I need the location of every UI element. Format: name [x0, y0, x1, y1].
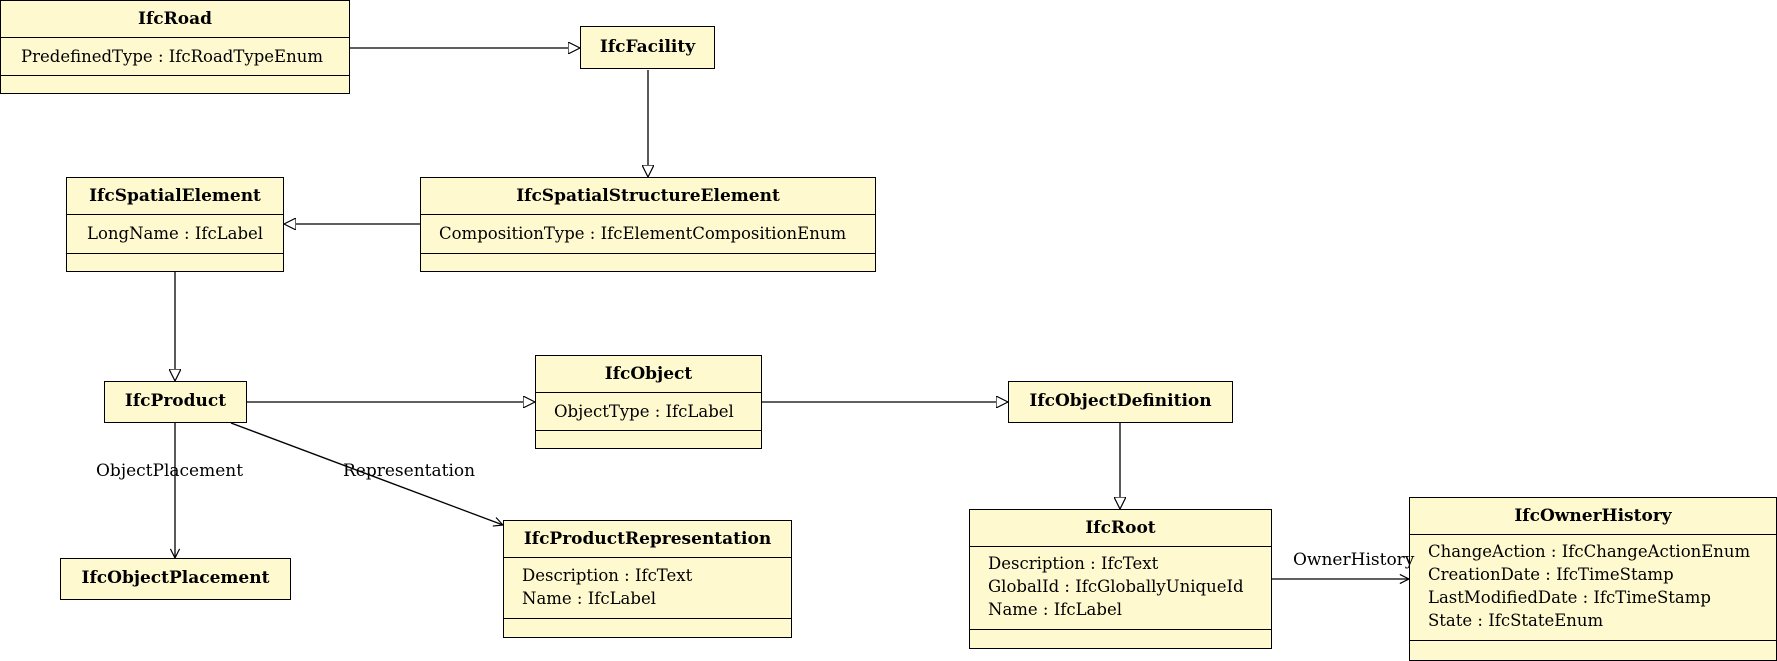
label-ownerhistory: OwnerHistory — [1293, 550, 1415, 570]
attribute: ChangeAction : IfcChangeActionEnum — [1428, 542, 1751, 561]
class-name: IfcRoad — [138, 9, 212, 29]
attribute: Description : IfcText — [522, 566, 693, 585]
attribute: ObjectType : IfcLabel — [554, 402, 734, 421]
attribute: CompositionType : IfcElementCompositionE… — [439, 224, 847, 243]
operation-compartment — [1, 75, 349, 92]
attribute-list: LongName : IfcLabel — [67, 214, 283, 253]
class-name: IfcOwnerHistory — [1514, 506, 1672, 526]
attribute: CreationDate : IfcTimeStamp — [1428, 565, 1674, 584]
attribute: PredefinedType : IfcRoadTypeEnum — [21, 47, 323, 66]
attribute-list: Description : IfcText Name : IfcLabel — [504, 557, 791, 618]
edge-product-representation — [230, 422, 503, 525]
attribute: Name : IfcLabel — [988, 600, 1122, 619]
attribute: Name : IfcLabel — [522, 589, 656, 608]
class-name: IfcObjectDefinition — [1029, 391, 1212, 411]
label-representation: Representation — [343, 461, 476, 481]
attribute: Description : IfcText — [988, 554, 1159, 573]
class-ifcroad[interactable]: IfcRoad PredefinedType : IfcRoadTypeEnum — [0, 0, 350, 94]
class-ifcproductrepresentation[interactable]: IfcProductRepresentation Description : I… — [503, 520, 792, 638]
class-name: IfcRoot — [1085, 518, 1156, 538]
operation-compartment — [970, 629, 1271, 646]
class-name: IfcFacility — [599, 37, 696, 57]
attribute: State : IfcStateEnum — [1428, 611, 1604, 630]
class-ifcobjectplacement[interactable]: IfcObjectPlacement — [60, 558, 291, 600]
class-ifcfacility[interactable]: IfcFacility — [580, 26, 715, 69]
class-name: IfcObject — [604, 364, 693, 384]
class-ifcspatialelement[interactable]: IfcSpatialElement LongName : IfcLabel — [66, 177, 284, 272]
operation-compartment — [1410, 640, 1776, 656]
class-name: IfcProduct — [124, 391, 227, 411]
attribute-list: Description : IfcText GlobalId : IfcGlob… — [970, 546, 1271, 629]
class-name: IfcSpatialStructureElement — [516, 186, 780, 206]
attribute-list: CompositionType : IfcElementCompositionE… — [421, 214, 875, 253]
operation-compartment — [421, 253, 875, 270]
attribute-list: ChangeAction : IfcChangeActionEnum Creat… — [1410, 534, 1776, 640]
operation-compartment — [536, 430, 761, 447]
class-ifcobject[interactable]: IfcObject ObjectType : IfcLabel — [535, 355, 762, 449]
operation-compartment — [504, 618, 791, 635]
class-name: IfcSpatialElement — [89, 186, 261, 206]
class-ifcspatialstructureelement[interactable]: IfcSpatialStructureElement CompositionTy… — [420, 177, 876, 272]
class-name: IfcProductRepresentation — [523, 529, 772, 549]
attribute-list: ObjectType : IfcLabel — [536, 392, 761, 430]
class-ifcproduct[interactable]: IfcProduct — [104, 381, 247, 423]
class-name: IfcObjectPlacement — [81, 568, 270, 588]
attribute: GlobalId : IfcGloballyUniqueId — [988, 577, 1244, 596]
class-ifcownerhistory[interactable]: IfcOwnerHistory ChangeAction : IfcChange… — [1409, 497, 1777, 661]
attribute: LongName : IfcLabel — [87, 224, 264, 243]
class-ifcroot[interactable]: IfcRoot Description : IfcText GlobalId :… — [969, 509, 1272, 649]
label-objectplacement: ObjectPlacement — [96, 461, 244, 481]
class-ifcobjectdefinition[interactable]: IfcObjectDefinition — [1008, 381, 1233, 423]
attribute-list: PredefinedType : IfcRoadTypeEnum — [1, 37, 349, 75]
attribute: LastModifiedDate : IfcTimeStamp — [1428, 588, 1711, 607]
operation-compartment — [67, 253, 283, 270]
